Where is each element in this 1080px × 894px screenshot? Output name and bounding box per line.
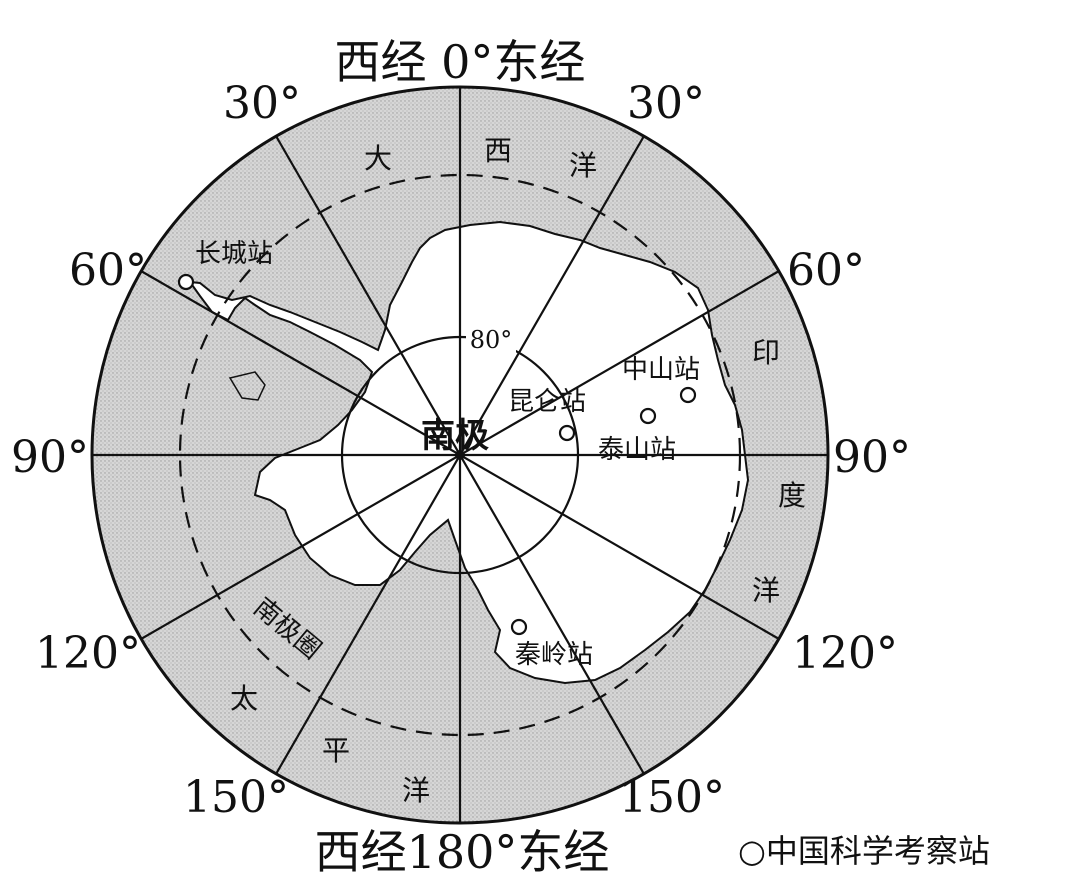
ocean-pacific-1: 太 — [230, 682, 258, 715]
top-title: 西经 0°东经 — [335, 35, 586, 89]
ocean-atlantic-2: 西 — [484, 134, 512, 167]
ocean-atlantic-1: 大 — [364, 142, 392, 175]
station-label: 中山站 — [622, 355, 700, 385]
station-zhongshan: 中山站 — [622, 355, 700, 404]
ocean-indian-2: 度 — [778, 479, 806, 512]
legend-label: ○中国科学考察站 — [738, 832, 990, 870]
antarctica-landmass — [187, 220, 750, 685]
station-marker — [558, 424, 576, 442]
latitude-80-label: 80° — [470, 326, 513, 354]
station-marker — [510, 618, 528, 636]
south-pole-label: 南极 — [421, 416, 489, 456]
ocean-atlantic-3: 洋 — [569, 149, 597, 182]
lon-label-e120: 120° — [792, 628, 898, 679]
ocean-pacific-2: 平 — [322, 734, 350, 767]
station-qinling: 秦岭站 — [510, 618, 593, 670]
ocean-indian-3: 洋 — [752, 574, 780, 607]
station-label: 秦岭站 — [515, 640, 593, 670]
lon-label-w30: 30° — [223, 78, 301, 129]
station-kunlun: 昆仑站 — [508, 387, 586, 442]
lon-label-e90: 90° — [833, 432, 911, 483]
station-changcheng: 长城站 — [177, 239, 273, 291]
station-label: 泰山站 — [598, 435, 676, 465]
station-taishan: 泰山站 — [598, 407, 676, 465]
lon-label-w60: 60° — [69, 245, 147, 296]
latitude-label-bg — [466, 326, 516, 354]
station-label: 长城站 — [195, 239, 273, 269]
station-marker — [679, 386, 697, 404]
lon-label-e30: 30° — [627, 78, 705, 129]
station-marker — [177, 273, 195, 291]
south-pole-dot — [455, 450, 465, 460]
lon-label-w120: 120° — [35, 628, 141, 679]
ocean-pacific-3: 洋 — [402, 774, 430, 807]
lon-label-e150: 150° — [619, 772, 725, 823]
lon-label-e60: 60° — [787, 245, 865, 296]
legend: ○中国科学考察站 — [738, 832, 990, 870]
station-marker — [639, 407, 657, 425]
lon-label-w90: 90° — [11, 432, 89, 483]
lon-label-w150: 150° — [183, 772, 289, 823]
ocean-indian-1: 印 — [752, 336, 780, 369]
ice-shelf — [228, 371, 266, 401]
bottom-title: 西经180°东经 — [315, 825, 610, 879]
station-label: 昆仑站 — [508, 387, 586, 417]
